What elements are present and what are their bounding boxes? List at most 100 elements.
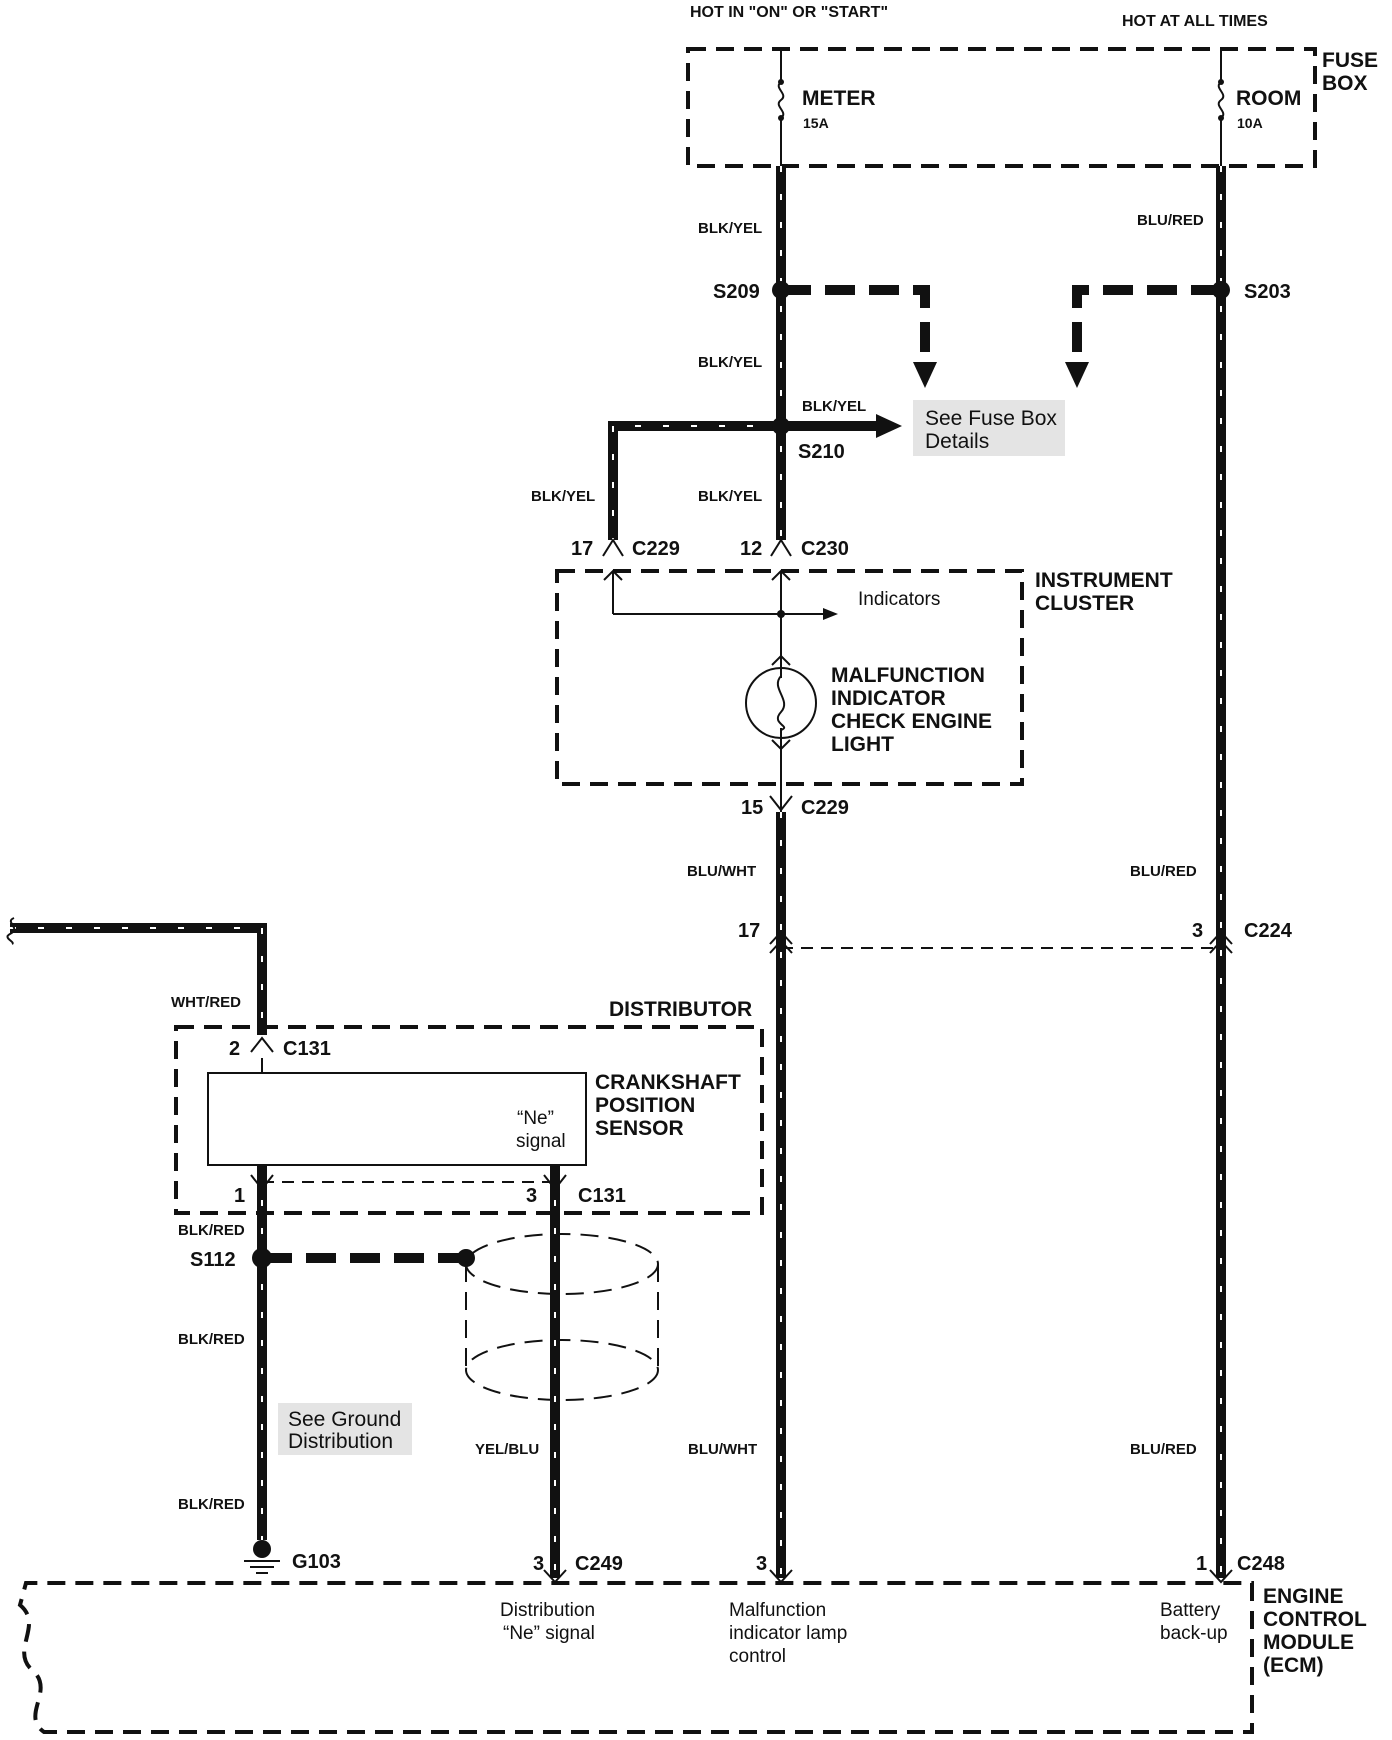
fuse-box-title-2: BOX xyxy=(1322,72,1368,95)
pin-3-c249: 3 xyxy=(533,1553,544,1575)
wire-label-blk-yel-3: BLK/YEL xyxy=(802,398,866,415)
see-fuse-box-line-1[interactable]: See Fuse Box xyxy=(925,407,1057,430)
pin-2-c131: 2 xyxy=(229,1038,240,1060)
mil-bulb-icon xyxy=(745,654,817,784)
splice-s209-label: S209 xyxy=(713,281,760,303)
wire-label-blk-red-3: BLK/RED xyxy=(178,1496,245,1513)
ecm-dist-signal-1: Distribution xyxy=(500,1600,595,1621)
ne-signal-label-1: “Ne” xyxy=(517,1108,554,1129)
wire-label-blk-yel-5: BLK/YEL xyxy=(698,488,762,505)
pin-12: 12 xyxy=(740,538,762,560)
see-ground-note-bg xyxy=(278,1403,412,1455)
pin-17-top: 17 xyxy=(571,538,593,560)
ecm-outline xyxy=(17,1581,1254,1734)
wire-label-blu-red-3: BLU/RED xyxy=(1130,1441,1197,1458)
mil-label-2: INDICATOR xyxy=(831,687,946,710)
wire-label-blu-red-2: BLU/RED xyxy=(1130,863,1197,880)
s209-branch-arrow-icon xyxy=(781,285,937,388)
connector-c230-12-icon xyxy=(770,538,792,557)
fuse-box-outline xyxy=(686,47,1317,168)
connector-c131-top: C131 xyxy=(283,1038,331,1060)
splice-s203-label: S203 xyxy=(1244,281,1291,303)
pin-3-c224: 3 xyxy=(1192,920,1203,942)
see-ground-line-2[interactable]: Distribution xyxy=(288,1430,393,1453)
wire-wht-red xyxy=(6,917,267,1035)
ecm-battery-backup-1: Battery xyxy=(1160,1600,1221,1621)
connector-c131-3-icon xyxy=(543,1165,567,1200)
ecm-battery-backup-2: back-up xyxy=(1160,1623,1228,1644)
fuse-room-rating: 10A xyxy=(1237,115,1263,131)
cluster-internal-wiring xyxy=(603,569,838,656)
fuse-box-title-1: FUSE xyxy=(1322,49,1378,72)
wire-label-blu-red-1: BLU/RED xyxy=(1137,212,1204,229)
wire-label-blk-yel-2: BLK/YEL xyxy=(698,354,762,371)
wire-label-blu-wht-1: BLU/WHT xyxy=(687,863,756,880)
connector-c248: C248 xyxy=(1237,1553,1285,1575)
crankshaft-sensor-box xyxy=(207,1072,587,1166)
instrument-cluster-title-2: CLUSTER xyxy=(1035,592,1134,615)
connector-c229-bottom: C229 xyxy=(801,797,849,819)
mil-label-3: CHECK ENGINE xyxy=(831,710,992,733)
indicators-label: Indicators xyxy=(858,589,940,610)
pin-1-c131: 1 xyxy=(234,1185,245,1207)
wire-label-blk-yel-4: BLK/YEL xyxy=(531,488,595,505)
instrument-cluster-title-1: INSTRUMENT xyxy=(1035,569,1173,592)
connector-c229-top: C229 xyxy=(632,538,680,560)
mil-label-4: LIGHT xyxy=(831,733,894,756)
splice-s210-dot xyxy=(772,417,790,435)
hot-all-times-label: HOT AT ALL TIMES xyxy=(1122,13,1268,30)
see-fuse-box-line-2[interactable]: Details xyxy=(925,430,989,453)
fuse-meter-rating: 15A xyxy=(803,115,829,131)
s203-branch-arrow-icon xyxy=(1065,285,1221,388)
connector-c229-15-icon xyxy=(769,784,793,812)
ecm-mil-control-3: control xyxy=(729,1646,786,1667)
pin-1-c248: 1 xyxy=(1196,1553,1207,1575)
ecm-mil-control-2: indicator lamp xyxy=(729,1623,847,1644)
crankshaft-sensor-label-1: CRANKSHAFT xyxy=(595,1071,741,1094)
splice-s203-dot xyxy=(1212,281,1230,299)
ecm-title-1: ENGINE xyxy=(1263,1585,1344,1608)
ecm-title-3: MODULE xyxy=(1263,1631,1354,1654)
connector-c131-bottom: C131 xyxy=(578,1185,626,1207)
shield-icon xyxy=(262,1233,659,1401)
wire-blk-yel-branch xyxy=(608,421,781,540)
see-fuse-box-note-bg xyxy=(913,400,1065,456)
connector-c224-17-icon xyxy=(769,930,793,954)
room-fuse-icon xyxy=(1217,49,1225,166)
connector-c131-1-icon xyxy=(250,1165,274,1200)
wire-label-blu-wht-2: BLU/WHT xyxy=(688,1441,757,1458)
connector-c230: C230 xyxy=(801,538,849,560)
wire-label-blk-red-1: BLK/RED xyxy=(178,1222,245,1239)
connector-c229-17-icon xyxy=(602,538,624,557)
ecm-dist-signal-2: “Ne” signal xyxy=(503,1623,595,1644)
blk-yel-arrow-icon xyxy=(781,414,902,438)
see-ground-line-1[interactable]: See Ground xyxy=(288,1408,401,1431)
wire-label-blk-yel-1: BLK/YEL xyxy=(698,220,762,237)
splice-s209-dot xyxy=(772,281,790,299)
wire-label-yel-blu: YEL/BLU xyxy=(475,1441,539,1458)
wire-label-blk-red-2: BLK/RED xyxy=(178,1331,245,1348)
pin-3-c248: 3 xyxy=(756,1553,767,1575)
ecm-mil-control-1: Malfunction xyxy=(729,1600,826,1621)
connector-c224: C224 xyxy=(1244,920,1293,942)
pin-15: 15 xyxy=(741,797,763,819)
mil-label-1: MALFUNCTION xyxy=(831,664,985,687)
pin-3-c131: 3 xyxy=(526,1185,537,1207)
connector-c249: C249 xyxy=(575,1553,623,1575)
connector-c131-2-icon xyxy=(250,1036,274,1053)
ne-signal-label-2: signal xyxy=(516,1131,566,1152)
instrument-cluster-outline xyxy=(555,569,1024,786)
wire-label-wht-red: WHT/RED xyxy=(171,994,241,1011)
connector-c248-1-icon xyxy=(1209,1569,1233,1584)
crankshaft-sensor-label-2: POSITION xyxy=(595,1094,695,1117)
splice-s112-label: S112 xyxy=(190,1249,236,1271)
splice-s210-label: S210 xyxy=(798,441,845,463)
fuse-room-name: ROOM xyxy=(1236,87,1301,110)
pin-17-c224: 17 xyxy=(738,920,760,942)
crankshaft-sensor-label-3: SENSOR xyxy=(595,1117,684,1140)
hot-on-start-label: HOT IN "ON" OR "START" xyxy=(690,4,888,21)
ecm-title-4: (ECM) xyxy=(1263,1654,1324,1677)
distributor-title: DISTRIBUTOR xyxy=(609,998,752,1021)
ground-g103-label: G103 xyxy=(292,1551,341,1573)
ground-icon xyxy=(244,1540,280,1574)
